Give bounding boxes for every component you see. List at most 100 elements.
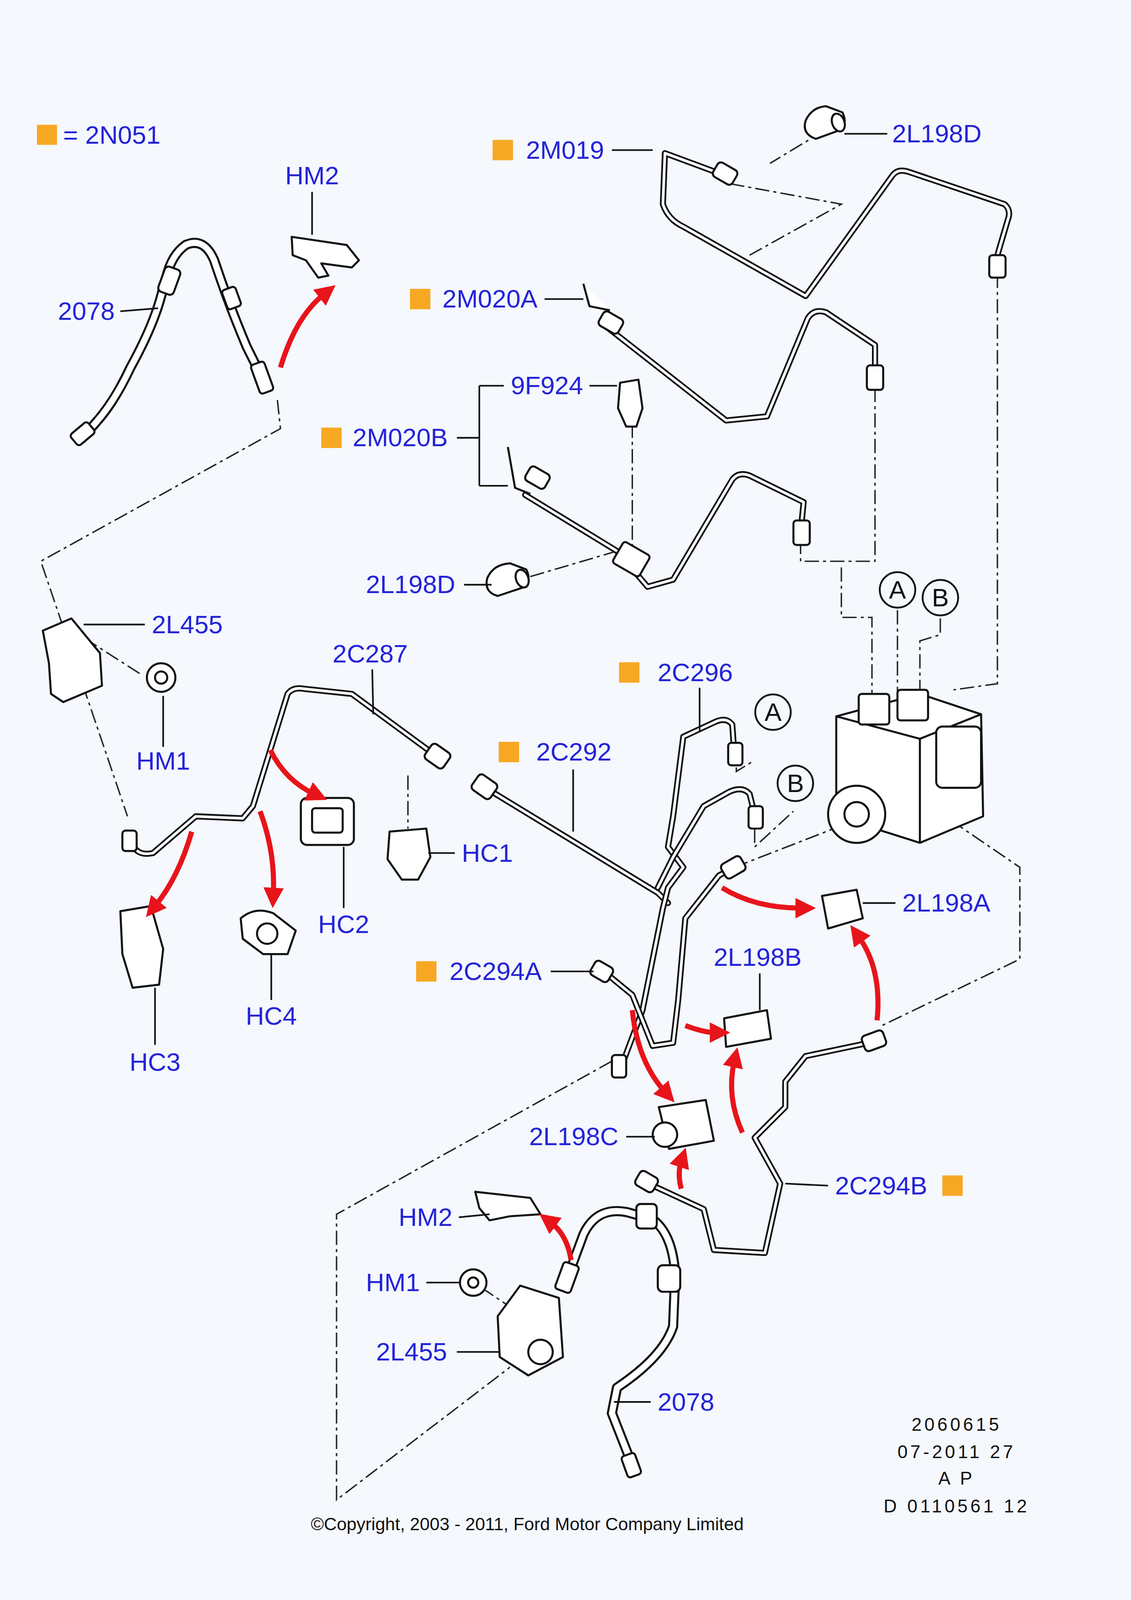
pipe-clip: [513, 567, 531, 590]
drawing-stamp: 07-2011 27: [895, 1441, 1018, 1462]
legend-entry: = 2N051: [36, 119, 161, 150]
callout-circle: A: [754, 693, 792, 731]
brake-pipe: [657, 788, 755, 888]
pipe-clip: [467, 1276, 478, 1287]
pipe-fitting: [711, 160, 739, 187]
brake-pipe: [648, 1042, 869, 1253]
part-number: HM2: [396, 1202, 455, 1231]
brake-pipe: [525, 473, 804, 587]
callout-letter: B: [931, 584, 949, 611]
dash-dot-line: [730, 183, 842, 256]
callout-letter: A: [888, 576, 906, 603]
brake-pipe: [663, 153, 1010, 296]
leader-line: [550, 970, 594, 972]
brake-pipe: [130, 688, 433, 854]
brake-pipe: [603, 311, 876, 421]
part-number: 2M019: [523, 135, 606, 165]
red-arrow: [632, 1009, 665, 1092]
part-number: 2L198B: [711, 942, 804, 971]
red-arrow: [858, 936, 878, 1020]
red-arrow: [155, 831, 192, 906]
leader-line: [785, 1182, 829, 1185]
brake-hose: [620, 1451, 642, 1478]
abs-unit: [897, 689, 929, 721]
pipe-fitting: [633, 1168, 660, 1194]
abs-unit: [858, 693, 890, 725]
drawing-stamp: 2060615: [909, 1413, 1004, 1434]
part-number: 9F924: [508, 371, 586, 400]
brake-hose: [636, 1203, 657, 1229]
color-marker: [618, 662, 640, 683]
leader-line: [372, 669, 374, 714]
leader-line: [844, 132, 888, 135]
callout-letter: B: [787, 770, 805, 796]
brake-hose: [250, 360, 275, 395]
part-number: 2M020A: [440, 284, 540, 313]
leader-line: [613, 1400, 651, 1403]
brake-hose: [69, 242, 680, 1478]
part-number: 2L198D: [363, 570, 457, 599]
leader-line: [83, 623, 145, 626]
pipe-clip: [257, 923, 278, 944]
callout-letter: A: [764, 699, 782, 725]
color-marker: [321, 427, 342, 448]
leader-line: [120, 308, 159, 312]
pipe-clip: [155, 671, 168, 684]
pipe-clip: [42, 106, 863, 1375]
brake-pipe: [603, 869, 731, 1046]
part-number: HM1: [134, 746, 192, 775]
brake-pipe: [525, 473, 804, 587]
red-arrow: [270, 749, 315, 794]
part-number: HM1: [363, 1267, 422, 1297]
leader-line: [698, 687, 701, 731]
pipe-clip: [821, 889, 863, 929]
dash-dot-line: [530, 550, 618, 577]
leader-line: [83, 133, 896, 1402]
part-number: 2L198D: [890, 119, 984, 148]
leader-line: [758, 973, 761, 1011]
dash-dot-line: [631, 423, 633, 549]
pipe-clip: [460, 1268, 487, 1296]
part-number: HC3: [127, 1047, 183, 1076]
dash-dot-line: [40, 130, 1020, 1500]
leader-line: [544, 298, 584, 301]
brake-hose: [69, 420, 96, 447]
dash-dot-line: [896, 610, 898, 702]
leader-line: [311, 191, 314, 235]
pipe-fitting: [612, 1054, 627, 1078]
leader-line: [342, 846, 345, 908]
brake-hose: [81, 242, 262, 439]
pipe-fitting: [523, 464, 551, 491]
pipe-clip: [652, 1121, 678, 1147]
abs-unit: [828, 689, 984, 843]
pipe-fitting: [122, 830, 137, 851]
color-marker: [492, 140, 514, 161]
pipe-clip: [528, 1338, 553, 1364]
abs-unit: [918, 738, 921, 843]
red-arrow: [731, 1060, 743, 1133]
pipe-clip: [387, 828, 431, 880]
part-number: 2M020B: [350, 423, 450, 452]
pipe-fitting: [793, 520, 810, 545]
leader-line: [162, 695, 165, 747]
leader-line: [456, 1350, 500, 1353]
pipe-clip: [146, 663, 176, 692]
pipe-fitting: [596, 309, 625, 336]
color-marker: [415, 960, 437, 982]
color-marker: [409, 288, 431, 310]
pipe-clip: [475, 1191, 541, 1220]
pipe-fitting: [508, 446, 531, 494]
part-number: 2L198C: [527, 1121, 621, 1151]
drawing-stamp: A P: [936, 1467, 977, 1488]
pipe-clip: [724, 1009, 772, 1047]
leader-line: [589, 384, 618, 387]
leader-line: [154, 987, 156, 1045]
leader-line: [612, 149, 653, 151]
leader-line: [428, 851, 455, 854]
pipe-fitting: [583, 283, 610, 311]
pipe-fitting: [423, 741, 452, 770]
brake-hose: [569, 1210, 676, 1465]
